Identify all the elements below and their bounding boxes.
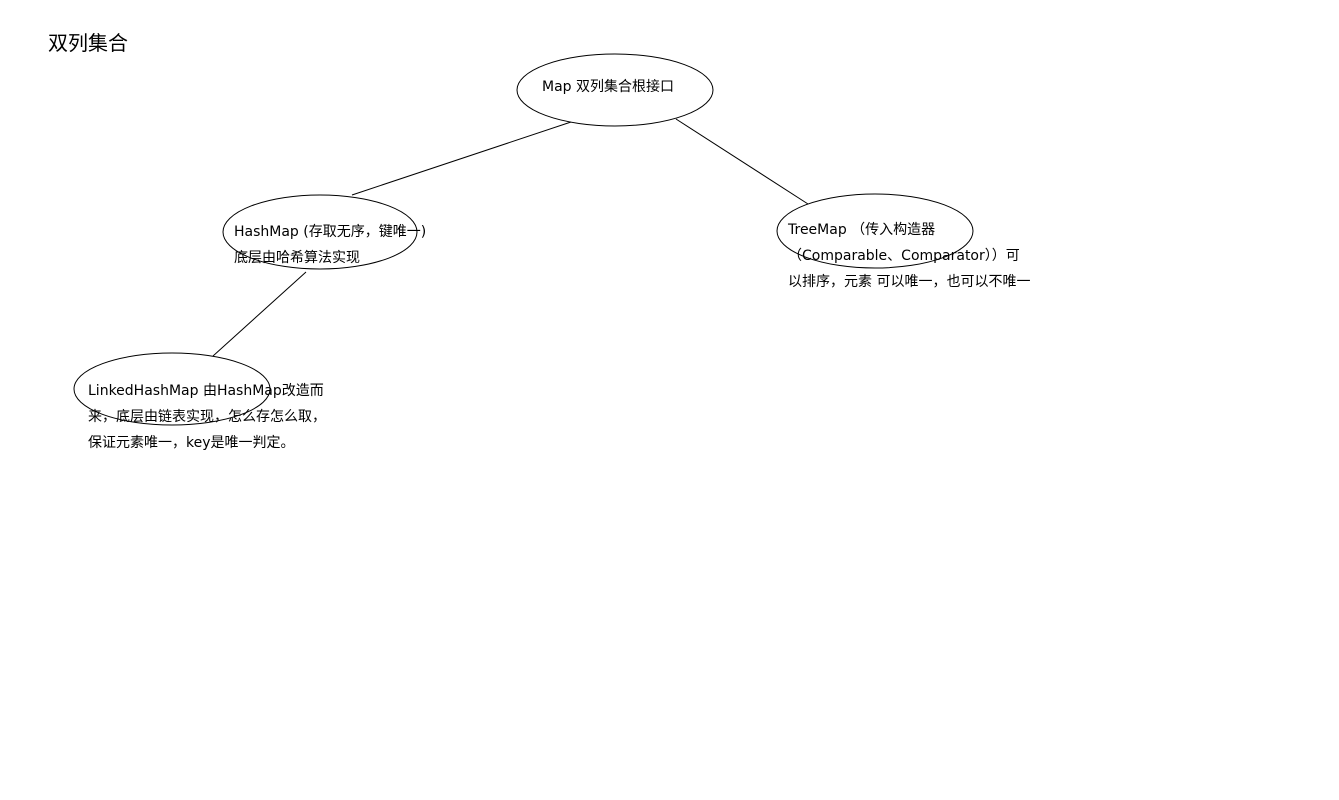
edge-root-treemap <box>675 118 809 205</box>
node-linkedhashmap-label: LinkedHashMap 由HashMap改造而 来，底层由链表实现，怎么存怎… <box>88 378 326 456</box>
edge-hashmap-linkedhashmap <box>212 271 307 357</box>
node-treemap-line: 以排序，元素 可以唯一，也可以不唯一 <box>788 274 1031 290</box>
node-treemap-label: TreeMap （传入构造器 （Comparable、Comparator））可… <box>788 217 1030 295</box>
node-hashmap-label: HashMap (存取无序，键唯一) 底层由哈希算法实现 <box>234 219 426 271</box>
page-title: 双列集合 <box>48 31 128 55</box>
node-root-label: Map 双列集合根接口 <box>542 74 674 100</box>
node-treemap-ellipse <box>776 193 974 269</box>
node-hashmap-line: HashMap (存取无序，键唯一) <box>234 224 427 240</box>
node-hashmap-line: 底层由哈希算法实现 <box>234 250 360 266</box>
edge-root-hashmap <box>351 121 572 196</box>
node-treemap-line: TreeMap （传入构造器 <box>788 222 936 238</box>
node-hashmap-ellipse <box>222 194 418 270</box>
node-linkedhashmap-line: LinkedHashMap 由HashMap改造而 <box>88 383 324 399</box>
node-treemap-line: （Comparable、Comparator））可 <box>788 248 1020 264</box>
node-linkedhashmap-line: 保证元素唯一，key是唯一判定。 <box>88 435 295 451</box>
node-linkedhashmap-line: 来，底层由链表实现，怎么存怎么取， <box>88 409 326 425</box>
node-root-line: Map 双列集合根接口 <box>542 79 674 95</box>
node-linkedhashmap-ellipse <box>73 352 271 426</box>
node-root-ellipse <box>516 53 714 127</box>
